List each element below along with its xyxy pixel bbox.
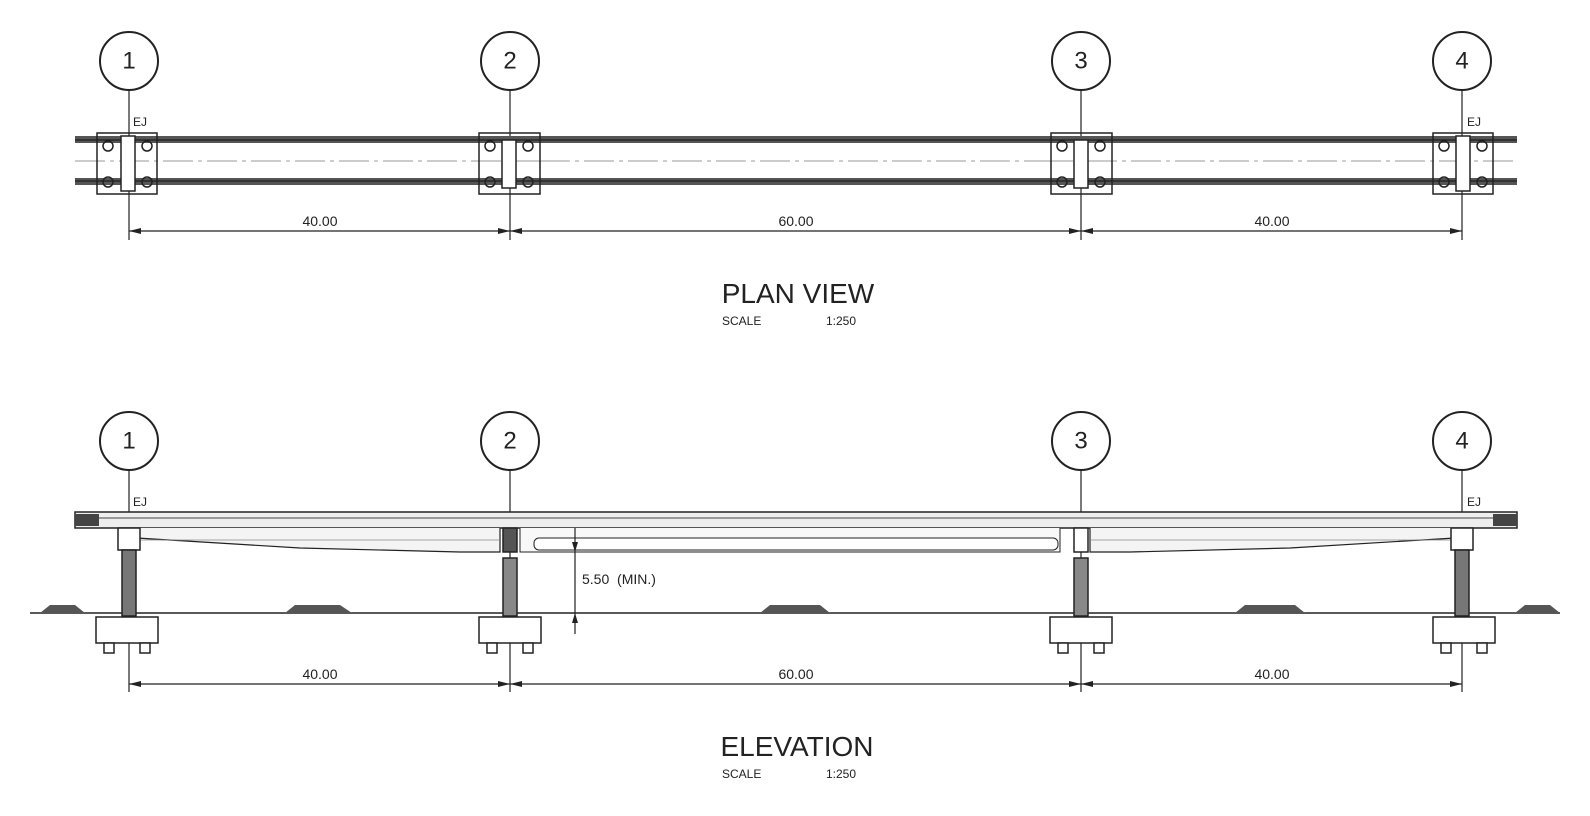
plan-grid-label-2: 2	[503, 48, 516, 75]
plan-pier-2	[478, 132, 541, 195]
plan-view-title: PLAN VIEW	[722, 278, 875, 309]
elev-scale-label: SCALE	[722, 767, 761, 781]
elev-grid-bubble-4: 4	[1432, 411, 1492, 692]
plan-scale-label: SCALE	[722, 314, 761, 328]
elev-grid-label-4: 4	[1455, 428, 1468, 455]
plan-grid-bubble-1: 1	[99, 31, 159, 240]
plan-grid-bubble-4: 4	[1432, 31, 1492, 240]
plan-deck	[75, 136, 1517, 185]
plan-grid-label-4: 4	[1455, 48, 1468, 75]
plan-grid-bubble-3: 3	[1051, 31, 1111, 240]
plan-scale-value: 1:250	[826, 314, 856, 328]
plan-pier-4	[1432, 132, 1494, 195]
elev-span-1: 40.00	[302, 666, 337, 682]
elev-grid-label-2: 2	[503, 428, 516, 455]
elev-grid-bubble-1: 1	[99, 411, 159, 692]
elev-pier-3	[1049, 527, 1113, 654]
elev-ej-label-right: EJ	[1467, 495, 1481, 509]
clearance-dimension	[572, 528, 578, 634]
plan-ej-label-right: EJ	[1467, 115, 1481, 129]
elev-scale-value: 1:250	[826, 767, 856, 781]
plan-ej-label-left: EJ	[133, 115, 147, 129]
plan-view: 1 2 3 4	[75, 31, 1517, 328]
elev-span-3: 40.00	[1254, 666, 1289, 682]
elev-deck	[74, 511, 1518, 553]
elev-grid-label-3: 3	[1074, 428, 1087, 455]
elev-pier-1	[95, 527, 159, 654]
plan-grid-bubble-2: 2	[480, 31, 540, 240]
plan-grid-label-1: 1	[122, 48, 135, 75]
elev-pier-2	[478, 527, 542, 654]
elev-dimension-line	[129, 681, 1462, 687]
elev-span-2: 60.00	[778, 666, 813, 682]
elev-grid-label-1: 1	[122, 428, 135, 455]
plan-span-2: 60.00	[778, 213, 813, 229]
plan-span-3: 40.00	[1254, 213, 1289, 229]
elev-ej-label-left: EJ	[133, 495, 147, 509]
plan-pier-1	[96, 132, 158, 195]
elev-grid-bubble-2: 2	[480, 411, 540, 692]
plan-grid-label-3: 3	[1074, 48, 1087, 75]
elev-grid-bubble-3: 3	[1051, 411, 1111, 692]
clearance-label: 5.50 (MIN.)	[582, 571, 656, 587]
elevation-view: 1 2 3 4	[30, 411, 1560, 781]
plan-dimension-line	[129, 228, 1462, 234]
plan-pier-3	[1050, 132, 1113, 195]
elev-pier-4	[1432, 527, 1496, 654]
plan-span-1: 40.00	[302, 213, 337, 229]
elevation-title: ELEVATION	[720, 731, 873, 762]
elev-ground-line	[30, 605, 1560, 614]
